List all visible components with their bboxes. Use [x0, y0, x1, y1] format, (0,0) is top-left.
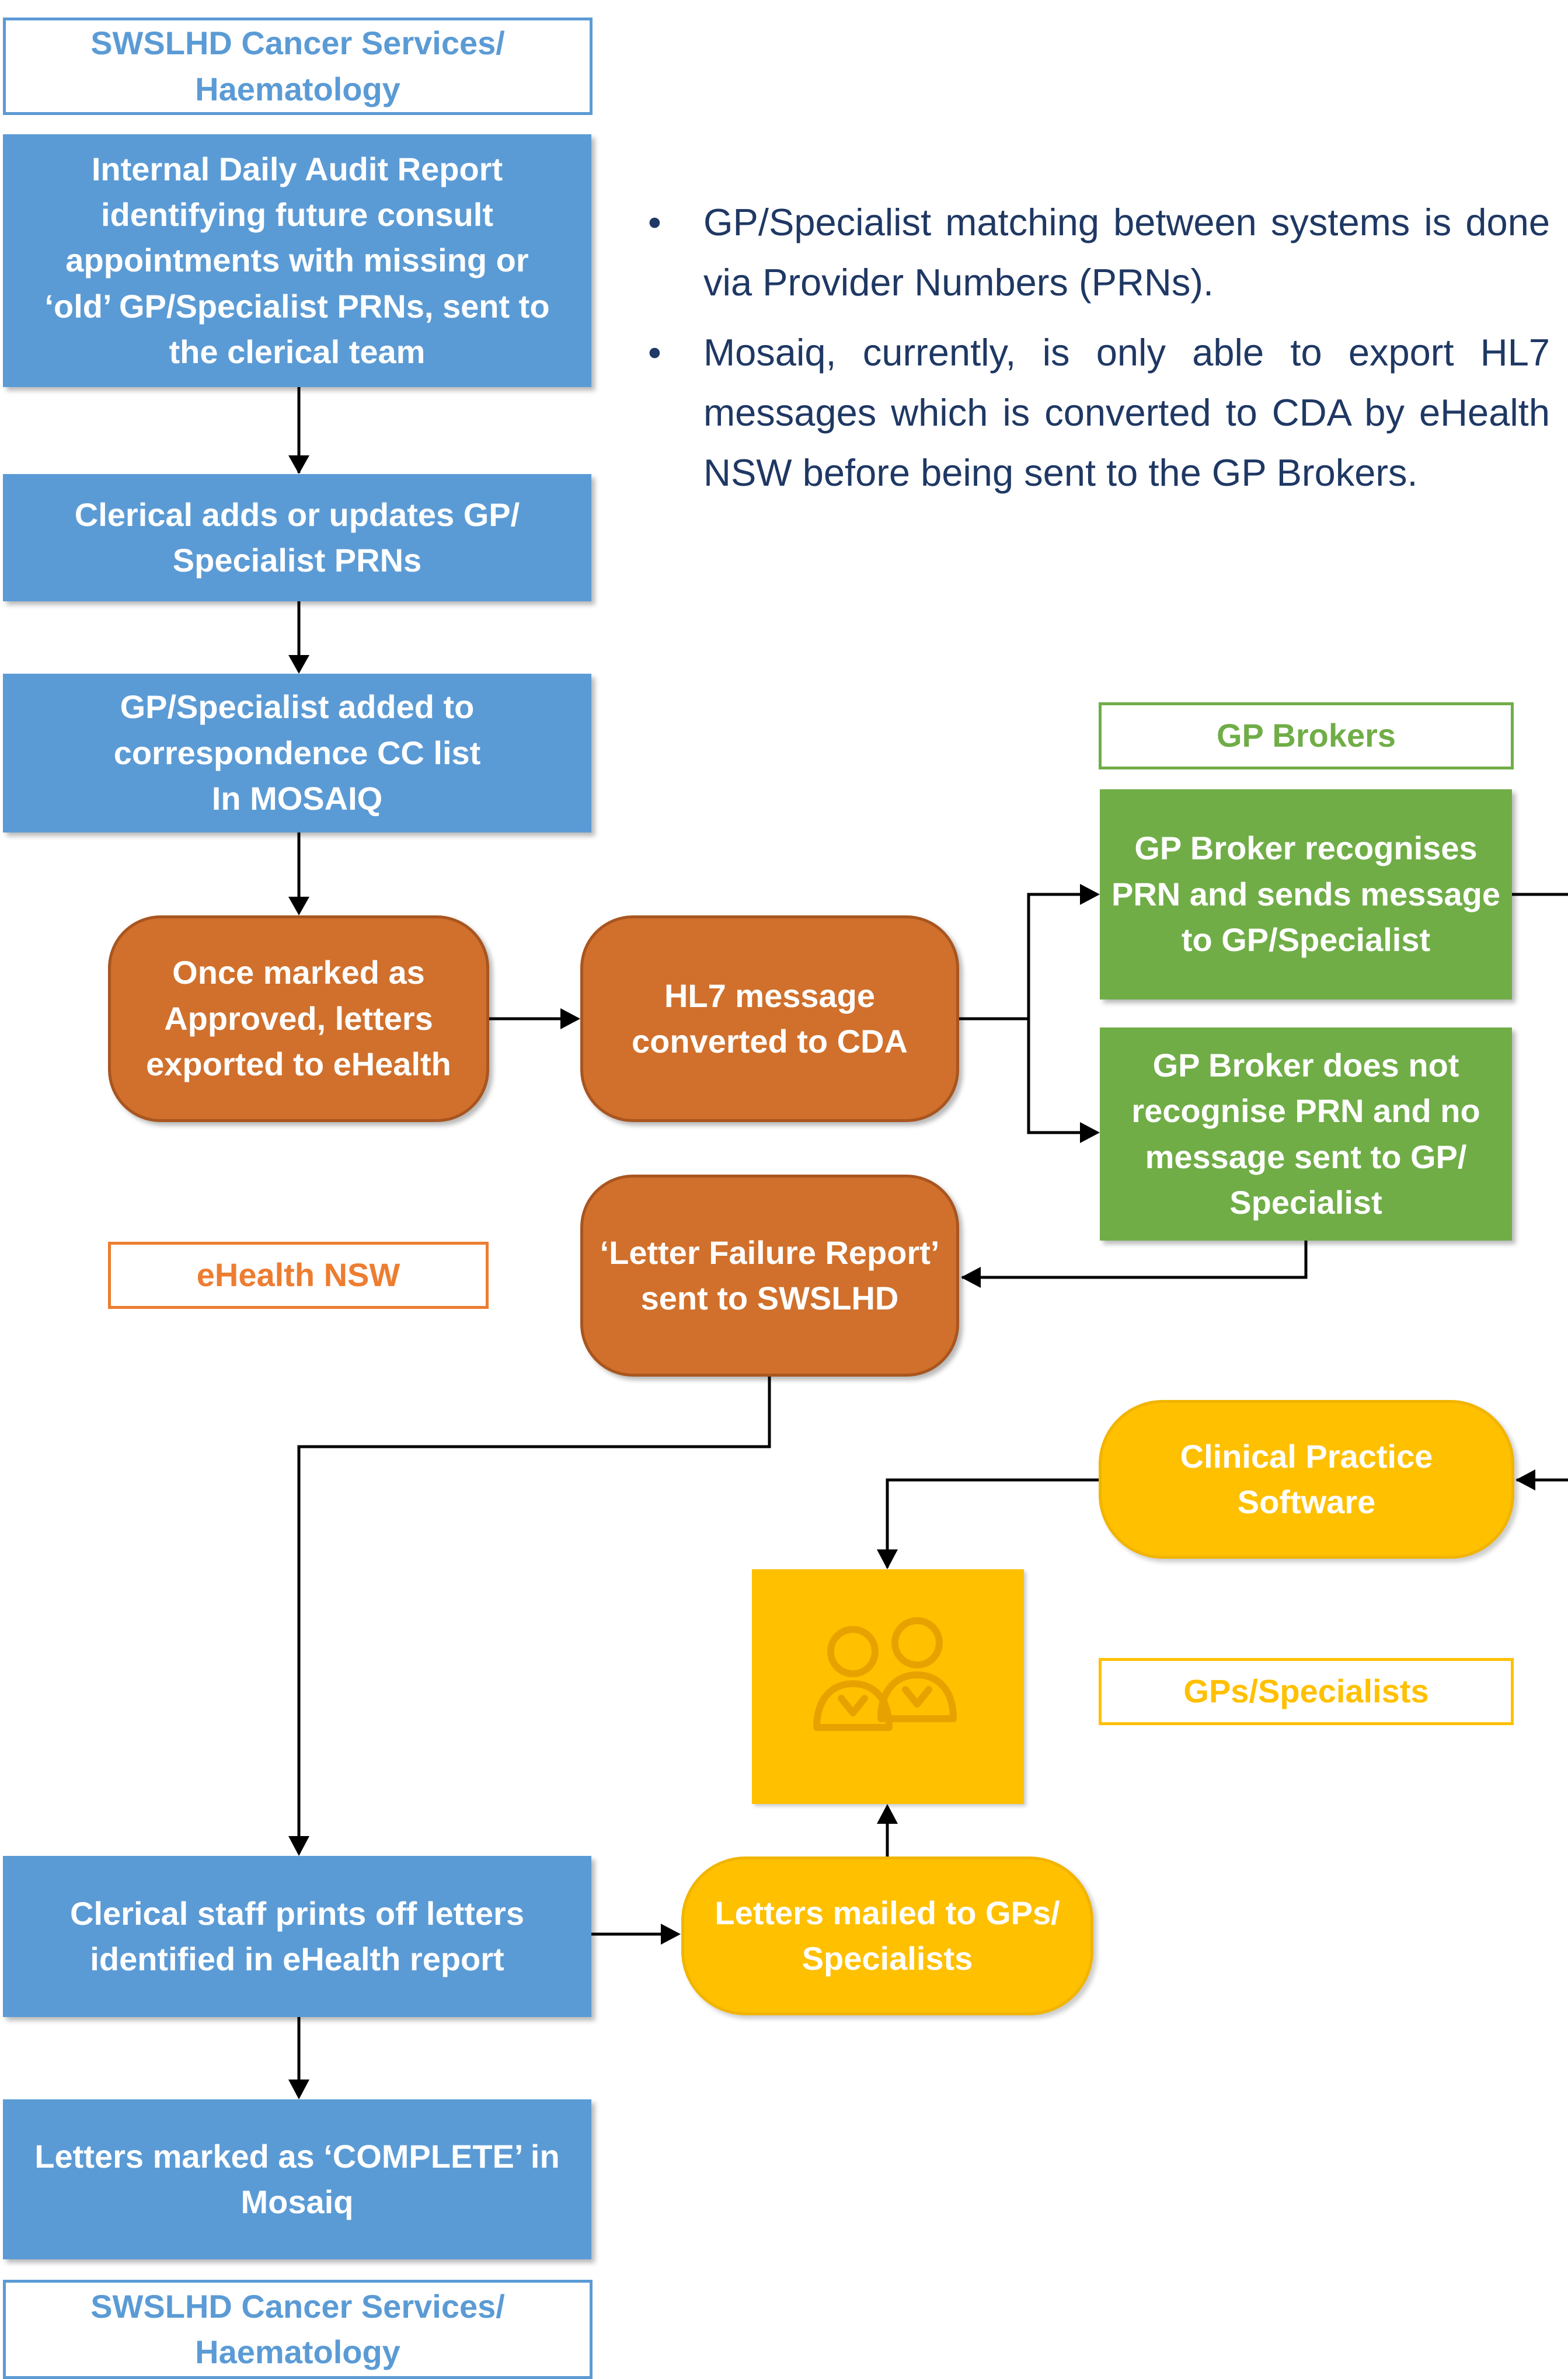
arrow-hl7-to-brokers: [959, 893, 1096, 1020]
step-marked-complete: Letters marked as ‘COMPLETE’ in Mosaiq: [3, 2099, 591, 2259]
step-hl7-convert: HL7 message converted to CDA: [580, 915, 959, 1122]
note-item: •GP/Specialist matching between systems …: [642, 193, 1550, 312]
lane-label-gps-specialists: GPs/Specialists: [1099, 1658, 1514, 1725]
step-broker-not-recognise: GP Broker does not recognise PRN and no …: [1100, 1027, 1512, 1241]
lane-label-swslhd-bottom: SWSLHD Cancer Services/ Haematology: [3, 2280, 593, 2379]
arrow-report-to-prints: [297, 1377, 771, 1854]
gps-tile: [752, 1569, 1024, 1804]
step-clinical-software: Clinical Practice Software: [1099, 1400, 1514, 1559]
step-broker-recognises: GP Broker recognises PRN and sends messa…: [1100, 789, 1512, 999]
step-prints-letters: Clerical staff prints off letters identi…: [3, 1856, 591, 2017]
lane-label-gp-brokers: GP Brokers: [1099, 702, 1514, 769]
step-letters-mailed: Letters mailed to GPs/ Specialists: [681, 1856, 1093, 2015]
step-failure-report: ‘Letter Failure Report’ sent to SWSLHD: [580, 1175, 959, 1377]
arrow-software-to-gps: [886, 1478, 1099, 1568]
note-item: •Mosaiq, currently, is only able to expo…: [642, 323, 1550, 503]
step-cc-list: GP/Specialist added to correspondence CC…: [3, 674, 591, 833]
bullet-icon: •: [648, 201, 661, 243]
arrow-hl7-to-broker-fail: [1027, 1019, 1096, 1134]
arrow-brokerfail-to-report: [962, 1241, 1308, 1279]
notes-list: •GP/Specialist matching between systems …: [642, 193, 1550, 513]
lane-label-swslhd-top: SWSLHD Cancer Services/ Haematology: [3, 18, 593, 115]
step-approved-export: Once marked as Approved, letters exporte…: [108, 915, 489, 1122]
bullet-icon: •: [648, 331, 661, 374]
lane-label-ehealth-nsw: eHealth NSW: [108, 1242, 489, 1309]
people-icon: [813, 1617, 957, 1731]
step-audit-report: Internal Daily Audit Report identifying …: [3, 134, 591, 387]
step-clerical-updates: Clerical adds or updates GP/ Specialist …: [3, 474, 591, 601]
